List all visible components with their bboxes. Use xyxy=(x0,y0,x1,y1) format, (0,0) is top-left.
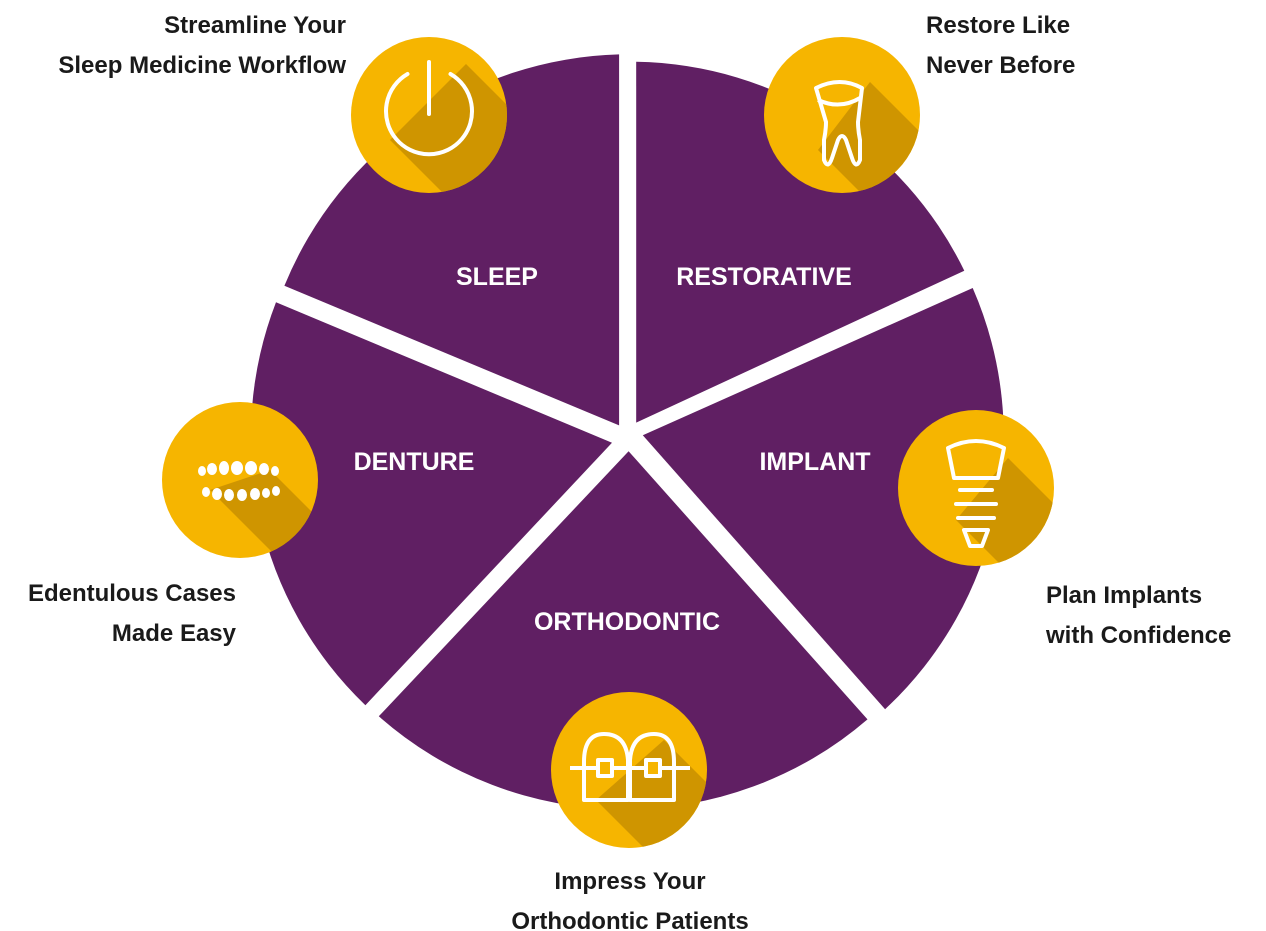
segment-labels: SLEEP RESTORATIVE IMPLANT ORTHODONTIC DE… xyxy=(354,263,871,636)
segment-label-restorative: RESTORATIVE xyxy=(676,263,852,291)
caption-orthodontic: Impress Your Orthodontic Patients xyxy=(511,868,749,931)
segment-denture[interactable] xyxy=(250,302,612,706)
segment-label-denture: DENTURE xyxy=(354,448,475,476)
caption-restorative: Restore Like Never Before xyxy=(926,12,1076,79)
segment-sleep[interactable] xyxy=(284,54,620,426)
segment-label-implant: IMPLANT xyxy=(759,448,870,476)
power-icon xyxy=(384,60,474,157)
dental-implant-icon xyxy=(946,439,1006,548)
segment-label-sleep: SLEEP xyxy=(456,263,538,291)
caption-implant: Plan Implants with Confidence xyxy=(1046,582,1232,649)
segment-implant[interactable] xyxy=(642,288,1004,710)
pie-segments xyxy=(250,54,1004,810)
segment-orthodontic[interactable] xyxy=(378,451,868,810)
braces-icon xyxy=(570,732,690,802)
segment-label-orthodontic: ORTHODONTIC xyxy=(534,608,720,636)
segment-restorative[interactable] xyxy=(636,61,965,423)
caption-denture: Edentulous Cases Made Easy xyxy=(27,580,236,647)
tooth-icon xyxy=(814,80,864,167)
denture-teeth-icon xyxy=(198,461,280,501)
caption-sleep: Streamline Your Sleep Medicine Workflow xyxy=(58,12,346,79)
